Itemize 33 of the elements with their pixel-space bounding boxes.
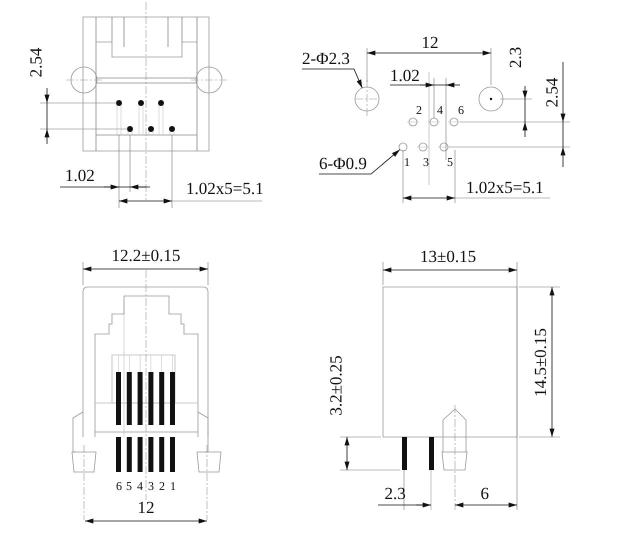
pin-number: 1: [170, 480, 176, 492]
leader-line: [302, 68, 363, 88]
pin-number: 6: [116, 480, 122, 492]
dimension-label: 12: [138, 498, 154, 516]
dimension-label: 6: [480, 484, 489, 502]
dimension-label: 1.02x5=5.1: [186, 180, 264, 196]
dimension-label: 2.3: [384, 484, 406, 502]
dimension-label: 3.2±0.25: [328, 354, 345, 416]
dimension-label: 13±0.15: [420, 248, 476, 264]
pin-number: 3: [423, 156, 429, 168]
dimension-label: 2.54: [543, 77, 560, 107]
pin-number: 2: [159, 480, 165, 492]
dimension-label: 2.3: [506, 46, 524, 68]
pin-number: 6: [458, 104, 464, 116]
pin-number: 3: [148, 480, 154, 492]
leader-line: [318, 149, 400, 174]
dimension-label: 1.02: [65, 166, 95, 184]
pin-number: 2: [416, 104, 422, 116]
pin-hole: [398, 142, 408, 152]
pin-number: 4: [137, 480, 143, 492]
dimension-label: 1.02: [390, 66, 420, 84]
mounting-hole: [354, 86, 380, 112]
dimension-label: 12.2±0.15: [112, 246, 180, 264]
dimension-label: 2-Φ2.3: [302, 50, 350, 66]
dimension-label: 2.54: [27, 47, 44, 77]
pin-number: 1: [404, 156, 410, 168]
pin-number: 4: [437, 104, 443, 116]
dimension-label: 12: [422, 34, 438, 50]
pin-number: 5: [447, 156, 453, 168]
pin-number: 5: [126, 480, 132, 492]
dimension-label: 1.02x5=5.1: [466, 178, 544, 196]
dimension-label: 14.5±0.15: [531, 328, 548, 396]
dimension-label: 6-Φ0.9: [319, 154, 367, 172]
